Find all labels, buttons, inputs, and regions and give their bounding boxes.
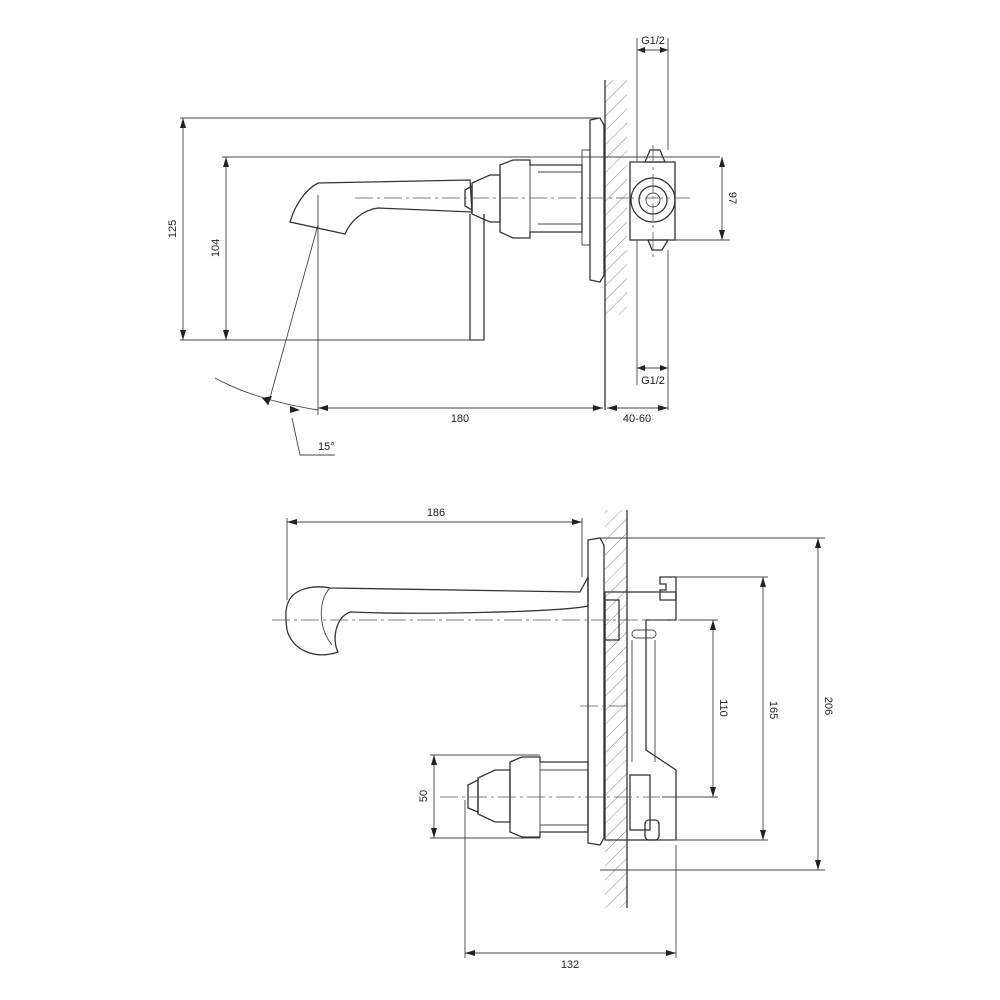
dim-132-arrow-l (465, 950, 475, 956)
top-view: 125 104 97 G1/2 G1/2 180 40-60 (167, 35, 738, 456)
dim-50-label: 50 (418, 790, 430, 802)
dim-125-arrow-top (180, 118, 186, 128)
dim-g12-bot-arrow-l (637, 365, 645, 371)
angle-arc (214, 377, 319, 411)
cartridge-nut (644, 819, 660, 841)
dim-104-arrow-bot (223, 330, 229, 340)
angle-leader (291, 417, 335, 456)
dim-206-arrow-top (815, 538, 821, 548)
angle-arrow-2 (290, 406, 300, 413)
dim-g12-bot-label: G1/2 (641, 375, 665, 387)
dim-50-arrow-top (431, 755, 437, 765)
lower-connector (629, 774, 651, 831)
mixer-body-top (499, 159, 583, 239)
dim-110-arrow-top (710, 620, 716, 630)
dim-180-label: 180 (451, 413, 469, 425)
dim-4060-arrow-l (607, 405, 617, 411)
body-column (604, 591, 677, 841)
handle-bottom (477, 769, 511, 823)
top-bracket (659, 576, 677, 601)
dim-186-label: 186 (427, 507, 445, 519)
handle-top (471, 174, 501, 223)
wall-hatch-bottom (605, 510, 627, 908)
dim-50-arrow-bot (431, 828, 437, 838)
dim-4060-arrow-r (658, 405, 668, 411)
mixer-body-bottom (509, 756, 589, 838)
dim-165-arrow-bot (760, 830, 766, 840)
dim-g12-top-arrow-r (660, 47, 668, 53)
dim-104-label: 104 (210, 239, 222, 257)
angle-label: 15° (318, 441, 335, 453)
dim-180-arrow-l (318, 405, 328, 411)
escutcheon-plate-top (589, 117, 605, 283)
knob-cap-bottom (467, 778, 479, 813)
dim-125-arrow-bot (180, 330, 186, 340)
dim-125-label: 125 (167, 220, 179, 238)
spout-bottom (285, 576, 589, 656)
wall-hatch-top (605, 80, 627, 315)
angle-arrow-1 (262, 396, 272, 405)
dim-110-label: 110 (717, 699, 729, 717)
dim-97-arrow-bot (719, 230, 725, 240)
dim-180-arrow-r (593, 405, 603, 411)
dim-g12-top-label: G1/2 (641, 35, 665, 47)
dim-206-label: 206 (822, 697, 834, 715)
spout-inner-curve (320, 587, 333, 646)
dim-4060-label: 40-60 (623, 413, 651, 425)
dim-104-arrow-top (223, 157, 229, 167)
dim-165-arrow-top (760, 577, 766, 587)
dim-132-arrow-r (666, 950, 676, 956)
escutcheon-plate-bottom (587, 537, 605, 846)
dim-186-arrow-r (572, 519, 582, 525)
plate-lip-top (581, 149, 590, 246)
lever-arm-top (469, 214, 485, 341)
connector-block (629, 161, 676, 241)
bottom-view: 186 206 165 110 50 132 (272, 507, 834, 971)
dim-132-label: 132 (561, 959, 579, 971)
spout-lever-top (289, 179, 473, 235)
dim-206-arrow-bot (815, 860, 821, 870)
upper-slot (631, 629, 657, 639)
dim-97-arrow-top (719, 157, 725, 167)
connector-flange (644, 149, 670, 251)
dim-g12-bot-arrow-r (660, 365, 668, 371)
dim-97-label: 97 (726, 192, 738, 204)
angle-ray (267, 224, 319, 406)
dim-165-label: 165 (767, 701, 779, 719)
dim-186-arrow-l (287, 519, 297, 525)
dim-110-arrow-bot (710, 787, 716, 797)
dim-g12-top-arrow-l (637, 47, 645, 53)
